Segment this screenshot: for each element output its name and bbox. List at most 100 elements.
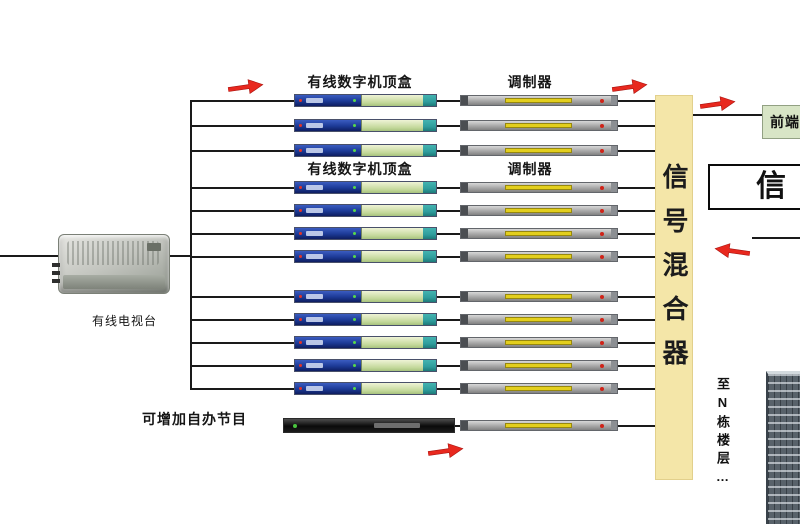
mod-mixer-line	[618, 319, 655, 321]
mod-mixer-line	[618, 365, 655, 367]
return-line	[752, 237, 800, 239]
stb-mod-line	[437, 125, 460, 127]
stb-endcap	[423, 337, 436, 348]
branch-line	[190, 388, 294, 390]
flow-arrow-right-icon	[611, 76, 649, 99]
set-top-box	[294, 181, 437, 194]
flow-arrow-left-icon	[713, 240, 751, 263]
led-icon	[353, 295, 357, 298]
modulator-endcap	[611, 229, 617, 238]
display-window	[306, 185, 323, 190]
building-image	[766, 371, 800, 524]
flow-arrow-right-icon	[227, 76, 265, 99]
stb-body	[361, 228, 424, 239]
led-icon	[600, 232, 604, 236]
display-window	[306, 254, 323, 259]
display-window	[306, 386, 323, 391]
modulator-stripe	[504, 386, 572, 391]
stb-mod-line	[437, 233, 460, 235]
modulator-endcap	[611, 206, 617, 215]
stb-endcap	[423, 228, 436, 239]
return-unit-label: 信	[756, 170, 786, 203]
device-output-line	[168, 255, 192, 257]
modulator-endcap	[461, 315, 468, 324]
modulator-endcap	[611, 338, 617, 347]
led-icon	[299, 364, 302, 367]
stb-mod-line	[437, 150, 460, 152]
mod-mixer-line	[618, 256, 655, 258]
branch-line	[190, 187, 294, 189]
modulator	[460, 383, 618, 394]
stb-mod-line	[437, 256, 460, 258]
group2-modulator-label: 调制器	[507, 161, 553, 177]
stb-front	[295, 182, 362, 193]
modulator-endcap	[461, 384, 468, 393]
led-icon	[353, 255, 357, 258]
modulator-endcap	[461, 292, 468, 301]
modulator-endcap	[611, 146, 617, 155]
led-icon	[353, 124, 357, 127]
led-icon	[600, 186, 604, 190]
led-icon	[353, 186, 357, 189]
modulator-endcap	[461, 96, 468, 105]
stb-front	[295, 251, 362, 262]
set-top-box	[294, 313, 437, 326]
modulator-endcap	[461, 361, 468, 370]
stb-body	[361, 145, 424, 156]
stb-endcap	[423, 291, 436, 302]
branch-line	[190, 319, 294, 321]
modulator-endcap	[461, 121, 468, 130]
stb-endcap	[423, 145, 436, 156]
modulator	[460, 228, 618, 239]
modulator-stripe	[504, 317, 572, 322]
signal-mixer-label: 信号混合器	[659, 163, 689, 383]
stb-front	[295, 360, 362, 371]
branch-line	[190, 342, 294, 344]
display-window	[306, 294, 323, 299]
stb-endcap	[423, 120, 436, 131]
branch-line	[190, 125, 294, 127]
display-window	[306, 340, 323, 345]
stb-mod-line	[437, 342, 460, 344]
stb-endcap	[423, 251, 436, 262]
set-top-box	[294, 94, 437, 107]
display-window	[306, 363, 323, 368]
mod-mixer-line	[618, 125, 655, 127]
modulator	[460, 182, 618, 193]
stb-front	[295, 337, 362, 348]
modulator-endcap	[611, 96, 617, 105]
display-window	[306, 98, 323, 103]
to-floors-label: 至N栋楼层…	[715, 377, 730, 489]
modulator-endcap	[611, 252, 617, 261]
set-top-box	[294, 144, 437, 157]
led-icon	[299, 99, 302, 102]
led-icon	[353, 341, 357, 344]
set-top-box	[294, 359, 437, 372]
stb-mod-line	[437, 319, 460, 321]
branch-line	[190, 296, 294, 298]
modulator-stripe	[504, 423, 572, 428]
mod-mixer-line	[618, 233, 655, 235]
trunk-line	[190, 100, 192, 390]
stb-front	[295, 314, 362, 325]
modulator-endcap	[611, 292, 617, 301]
led-icon	[353, 364, 357, 367]
led-icon	[299, 255, 302, 258]
stb-body	[361, 205, 424, 216]
branch-line	[190, 365, 294, 367]
stb-mod-line	[437, 210, 460, 212]
modulator-endcap	[611, 361, 617, 370]
led-icon	[600, 424, 604, 428]
modulator-endcap	[461, 229, 468, 238]
stb-front	[295, 228, 362, 239]
mod-mixer-line	[618, 425, 655, 427]
mod-mixer-line	[618, 388, 655, 390]
set-top-box	[294, 382, 437, 395]
modulator-stripe	[504, 363, 572, 368]
branch-line	[190, 210, 294, 212]
cable-station-label: 有线电视台	[92, 314, 158, 328]
stb-endcap	[423, 383, 436, 394]
group2-stb-label: 有线数字机顶盒	[307, 161, 413, 177]
